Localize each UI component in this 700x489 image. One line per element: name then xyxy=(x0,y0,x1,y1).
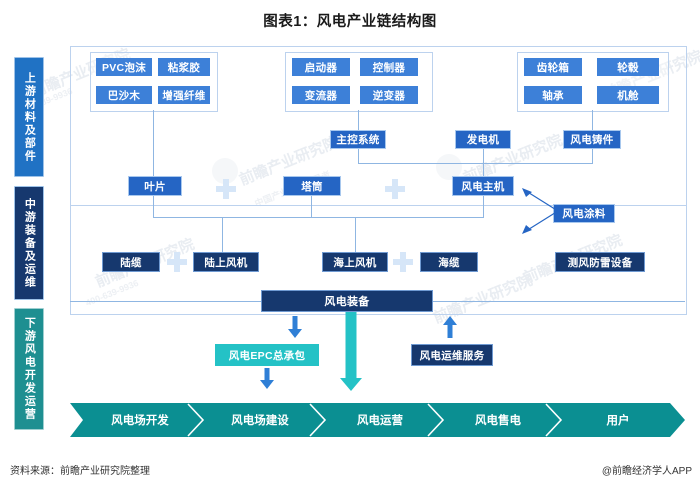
source-note: 资料来源：前瞻产业研究院整理 xyxy=(10,466,150,477)
chip-nacelle[interactable]: 机舱 xyxy=(597,86,659,104)
chain-step-operation[interactable]: 风电运营 xyxy=(357,415,403,427)
chain-step-construction[interactable]: 风电场建设 xyxy=(231,415,289,427)
connector-generator-to-turbine xyxy=(483,149,484,176)
plus-icon xyxy=(393,252,413,272)
chip-reinforce-fiber[interactable]: 增强纤维 xyxy=(158,86,210,104)
chip-balsa-wood[interactable]: 巴沙木 xyxy=(96,86,152,104)
chip-converter[interactable]: 变流器 xyxy=(292,86,350,104)
connector-subassembly-bus xyxy=(358,163,592,164)
connector-bus-to-offshore xyxy=(355,217,356,252)
arrow-equipment-to-epc-icon xyxy=(288,316,302,338)
connector-blade-down xyxy=(153,196,154,218)
box-epc-contract[interactable]: 风电EPC总承包 xyxy=(215,344,319,366)
stage-label-midstream: 中游装备及运维 xyxy=(14,186,44,300)
stage-label-upstream: 上游材料及部件 xyxy=(14,57,44,177)
box-wind-measure-lightning[interactable]: 测风防雷设备 xyxy=(555,252,645,272)
box-onshore-cable[interactable]: 陆缆 xyxy=(102,252,160,272)
coating-double-arrow-icon xyxy=(522,188,559,234)
chip-controller[interactable]: 控制器 xyxy=(360,58,418,76)
box-wind-turbine[interactable]: 风电主机 xyxy=(452,176,514,196)
plus-icon xyxy=(216,179,236,199)
box-tower[interactable]: 塔筒 xyxy=(283,176,341,196)
box-blade[interactable]: 叶片 xyxy=(128,176,182,196)
chip-adhesive[interactable]: 粘浆胶 xyxy=(158,58,210,76)
downstream-chain: 风电场开发 风电场建设 风电运营 风电售电 用户 xyxy=(70,403,685,437)
box-main-control-system[interactable]: 主控系统 xyxy=(330,130,386,149)
box-offshore-cable[interactable]: 海缆 xyxy=(420,252,478,272)
connector-tower-down xyxy=(311,196,312,218)
chain-step-power-sales[interactable]: 风电售电 xyxy=(475,415,521,427)
chevron-chain-svg xyxy=(70,403,685,437)
midstream-frame xyxy=(70,204,687,315)
box-wind-equipment[interactable]: 风电装备 xyxy=(261,290,433,312)
upstream-frame xyxy=(70,46,687,206)
connector-turbine-down xyxy=(483,196,484,218)
chain-step-development[interactable]: 风电场开发 xyxy=(111,415,169,427)
connector-mechanical-to-casting xyxy=(592,110,593,130)
connector-assembly-bus xyxy=(153,217,483,218)
box-wind-coating[interactable]: 风电涂料 xyxy=(553,204,615,223)
plus-icon xyxy=(167,252,187,272)
connector-materials-to-blade xyxy=(153,110,154,176)
box-generator[interactable]: 发电机 xyxy=(455,130,511,149)
page-title: 图表1：风电产业链结构图 xyxy=(263,14,437,30)
connector-electrical-to-mcs xyxy=(358,110,359,130)
chip-starter[interactable]: 启动器 xyxy=(292,58,350,76)
box-wind-casting[interactable]: 风电铸件 xyxy=(563,130,621,149)
arrow-epc-to-construction-icon xyxy=(260,368,274,390)
stage-label-downstream: 下游风电开发运营 xyxy=(14,308,44,430)
plus-icon xyxy=(385,179,405,199)
chip-hub[interactable]: 轮毂 xyxy=(597,58,659,76)
chip-gearbox[interactable]: 齿轮箱 xyxy=(524,58,582,76)
chain-step-user[interactable]: 用户 xyxy=(606,415,630,427)
connector-mcs-down xyxy=(358,149,359,164)
chip-pvc-foam[interactable]: PVC泡沫 xyxy=(96,58,152,76)
connector-casting-down xyxy=(592,149,593,164)
chip-inverter[interactable]: 逆变器 xyxy=(360,86,418,104)
chip-bearing[interactable]: 轴承 xyxy=(524,86,582,104)
footer-divider xyxy=(8,455,692,456)
box-offshore-turbine[interactable]: 海上风机 xyxy=(322,252,388,272)
box-om-service[interactable]: 风电运维服务 xyxy=(411,344,493,366)
connector-bus-to-onshore xyxy=(222,217,223,252)
arrow-om-to-equipment-icon xyxy=(443,316,457,338)
arrow-equipment-to-operation-icon xyxy=(340,312,362,392)
box-onshore-turbine[interactable]: 陆上风机 xyxy=(193,252,259,272)
app-credit: @前瞻经济学人APP xyxy=(601,466,692,477)
